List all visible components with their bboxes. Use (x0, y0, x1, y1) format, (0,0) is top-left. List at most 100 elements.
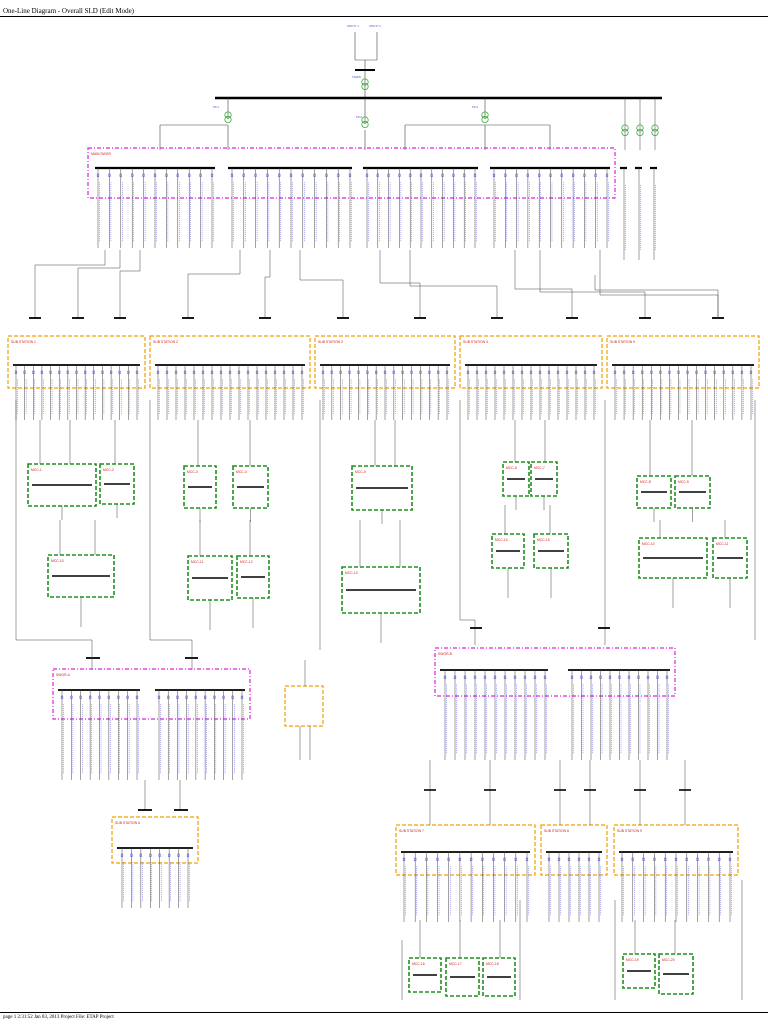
breaker-symbol (493, 675, 497, 679)
area-label: MCC-12 (240, 560, 253, 564)
area-boundary-green (445, 957, 480, 997)
breaker-symbol (387, 173, 390, 177)
breaker-symbol (436, 857, 439, 861)
breaker-symbol (14, 370, 18, 374)
breaker-symbol (463, 675, 467, 679)
breaker-symbol (613, 370, 617, 374)
breaker-symbol (176, 695, 179, 699)
element-label: UTILITY 1 (347, 24, 359, 28)
breaker-symbol (254, 173, 257, 177)
breaker-symbol (313, 173, 316, 177)
breaker-symbol (589, 675, 593, 679)
area-label: MCC-6 (506, 466, 517, 470)
area-boundary-orange (606, 335, 760, 389)
breaker-symbol (117, 695, 120, 699)
breaker-symbol (713, 370, 716, 374)
element-label: TR-1 (213, 105, 219, 109)
area-label: SUB STATION 9 (617, 829, 642, 833)
area-boundary-magenta (52, 668, 251, 720)
breaker-symbol (401, 370, 404, 374)
transformer-icon (621, 128, 629, 137)
area-boundary-green (482, 957, 516, 997)
breaker-symbol (126, 695, 129, 699)
diagram-title: One-Line Diagram - Overall SLD (Edit Mod… (3, 7, 135, 15)
breaker-symbol (119, 173, 122, 177)
breaker-symbol (503, 675, 507, 679)
breaker-symbol (177, 853, 180, 857)
breaker-symbol (428, 370, 431, 374)
header-divider (0, 16, 768, 17)
area-boundary-orange (284, 685, 324, 727)
breaker-symbol (632, 370, 635, 374)
breaker-symbol (696, 857, 699, 861)
breaker-symbol (165, 370, 169, 374)
breaker-symbol (246, 370, 250, 374)
breaker-symbol (165, 173, 168, 177)
area-label: SUB STATION 2 (153, 340, 178, 344)
area-label: MCC-7 (534, 466, 545, 470)
breaker-symbol (60, 695, 64, 699)
breaker-symbol (139, 853, 142, 857)
breaker-symbol (580, 675, 583, 679)
area-label: SUB STATION 4 (463, 340, 488, 344)
area-label: MCC-17 (449, 962, 462, 966)
breaker-symbol (618, 675, 621, 679)
breaker-symbol (348, 370, 351, 374)
area-label: MCC-11 (716, 542, 728, 546)
breaker-symbol (525, 857, 529, 861)
breaker-symbol (266, 173, 269, 177)
breaker-symbol (240, 695, 244, 699)
breaker-symbol (583, 370, 587, 374)
breaker-symbol (70, 695, 73, 699)
area-label: SWGR-B (438, 652, 453, 656)
breaker-symbol (425, 857, 428, 861)
breaker-symbol (158, 853, 161, 857)
breaker-symbol (174, 370, 178, 374)
transformer-icon (224, 111, 232, 119)
breaker-symbol (402, 857, 406, 861)
breaker-symbol (686, 370, 689, 374)
breaker-symbol (153, 173, 157, 177)
breaker-symbol (101, 370, 104, 374)
breaker-symbol (627, 675, 631, 679)
area-label: MCC-3 (187, 470, 198, 474)
breaker-symbol (514, 857, 517, 861)
breaker-symbol (183, 370, 187, 374)
footer-info: page 1 2:31:52 Jan 03, 2013 Project File… (3, 1015, 114, 1020)
breaker-symbol (130, 853, 133, 857)
breaker-symbol (458, 857, 462, 861)
breaker-symbol (213, 695, 216, 699)
breaker-symbol (419, 173, 423, 177)
breaker-symbol (469, 857, 473, 861)
area-label: MAIN SWGR (91, 152, 112, 156)
breaker-symbol (718, 857, 721, 861)
breaker-symbol (572, 173, 575, 177)
area-boundary-orange (7, 335, 146, 389)
area-boundary-orange (540, 824, 608, 876)
breaker-symbol (515, 173, 518, 177)
breaker-symbol (228, 370, 232, 374)
breaker-symbol (96, 173, 100, 177)
breaker-symbol (641, 370, 644, 374)
breaker-symbol (210, 173, 214, 177)
element-label: T-MAIN (352, 75, 361, 79)
breaker-symbol (483, 675, 487, 679)
breaker-symbol (646, 675, 650, 679)
breaker-symbol (188, 173, 191, 177)
breaker-symbol (583, 173, 586, 177)
area-label: SUB STATION 6 (115, 821, 140, 825)
breaker-symbol (135, 695, 139, 699)
breaker-symbol (58, 370, 61, 374)
breaker-symbol (659, 370, 662, 374)
transformer-icon (361, 120, 369, 129)
breaker-symbol (447, 857, 450, 861)
breaker-symbol (650, 370, 653, 374)
area-label: SUB STATION 7 (399, 829, 424, 833)
breaker-symbol (156, 370, 160, 374)
breaker-symbol (98, 695, 101, 699)
breaker-symbol (92, 370, 95, 374)
breaker-symbol (40, 370, 44, 374)
transformer-icon (361, 78, 369, 86)
breaker-symbol (107, 695, 110, 699)
